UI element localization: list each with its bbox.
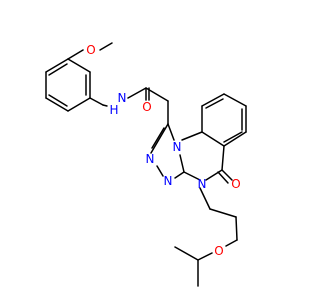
triazole-ring xyxy=(150,123,185,179)
isopropoxypropyl-chain xyxy=(174,187,238,287)
atom-h-amide: H xyxy=(109,103,118,117)
atom-o-ether: O xyxy=(214,244,223,258)
atom-n-fused: N xyxy=(173,140,182,154)
methoxyphenyl-ring xyxy=(45,58,91,112)
atom-n-triazole-1: N xyxy=(146,152,155,166)
background xyxy=(0,0,300,300)
atom-n-triazole-2: N xyxy=(164,174,173,188)
quinazolinone-core xyxy=(181,131,233,184)
structure-diagram: O N H O N N N N O O xyxy=(0,0,300,300)
molecule-canvas: O N H O N N N N O O xyxy=(0,0,300,300)
benzyl-amide-chain xyxy=(89,87,169,125)
methoxy-group xyxy=(67,42,113,60)
atom-n-lactam: N xyxy=(198,177,207,191)
atom-o-amide: O xyxy=(142,100,151,114)
atom-o-methoxy: O xyxy=(86,43,95,57)
atom-n-amide: N xyxy=(118,91,127,105)
benzo-ring xyxy=(201,93,247,147)
atom-o-lactam: O xyxy=(231,177,240,191)
